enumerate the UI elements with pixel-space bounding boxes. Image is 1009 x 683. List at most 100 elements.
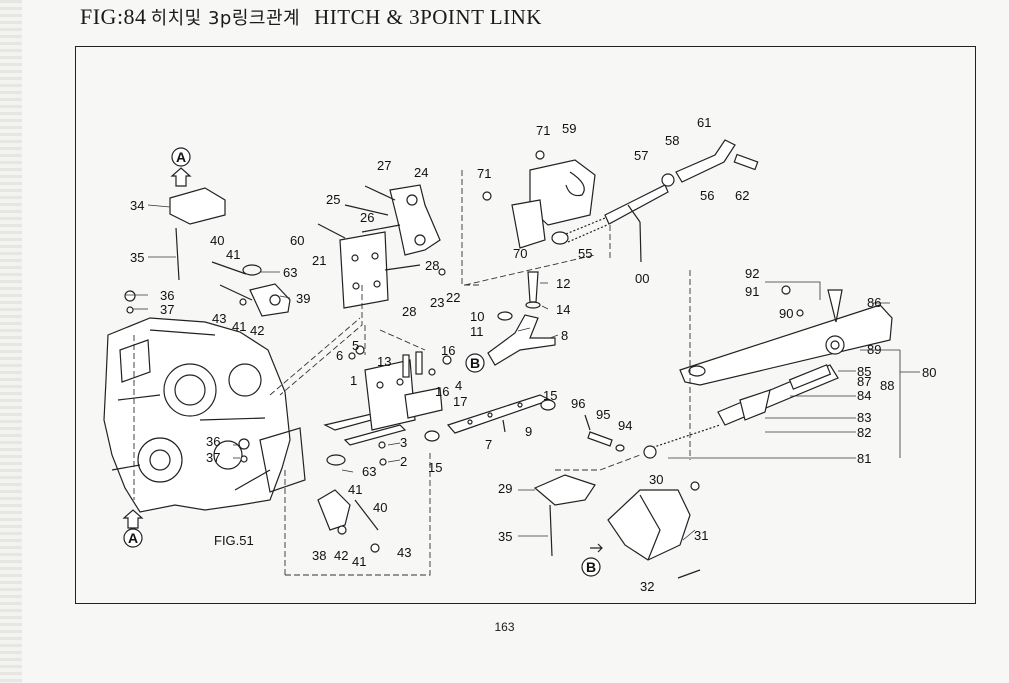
bracket-21 (339, 231, 389, 309)
callout-a-top (171, 147, 191, 167)
part-label: 17 (453, 394, 467, 409)
pin-27 (364, 185, 396, 201)
part-label: 21 (312, 253, 326, 268)
callout-a-bottom (123, 528, 143, 548)
part-label: 27 (377, 158, 391, 173)
part-label: 43 (212, 311, 226, 326)
arrow-up-icon (170, 167, 192, 187)
part-label: 41 (226, 247, 240, 262)
part-label: 15 (428, 460, 442, 475)
part-label: 6 (336, 348, 343, 363)
part-label: 82 (857, 425, 871, 440)
part-label: 16 (435, 384, 449, 399)
washer-37-left (126, 306, 134, 314)
figure-number: FIG:84 (80, 4, 147, 29)
part-label: 7 (485, 437, 492, 452)
part-label: 14 (556, 302, 570, 317)
part-label: 41 (352, 554, 366, 569)
part-label: 87 (857, 374, 871, 389)
part-label: 34 (130, 198, 144, 213)
pin-63-lower (326, 454, 346, 466)
part-label: 41 (348, 482, 362, 497)
part-label: 61 (697, 115, 711, 130)
part-label: 4 (455, 378, 462, 393)
part-label: 10 (470, 309, 484, 324)
bolt-22 (438, 268, 446, 276)
callout-label: B (586, 559, 596, 575)
callout-label: A (176, 149, 186, 165)
part-label: 55 (578, 246, 592, 261)
part-label: 11 (470, 324, 484, 339)
pin-25 (344, 204, 389, 216)
part-label: 94 (618, 418, 632, 433)
part-label: 85 (857, 364, 871, 379)
bracket-70 (511, 199, 546, 249)
pin-96 (584, 414, 591, 431)
part-label: 24 (414, 165, 428, 180)
part-label: 42 (250, 323, 264, 338)
part-label: 58 (665, 133, 679, 148)
page-number: 163 (494, 620, 515, 634)
part-label: 91 (745, 284, 759, 299)
bolt-71-top (535, 150, 545, 160)
assembly-guides (133, 170, 691, 576)
reference-label: FIG.51 (214, 533, 254, 548)
part-label: 32 (640, 579, 654, 594)
pin-60 (317, 223, 346, 239)
part-label: 89 (867, 342, 881, 357)
part-label: 96 (571, 396, 585, 411)
part-label: 71 (536, 123, 550, 138)
guard-31 (607, 489, 691, 561)
part-label: 16 (441, 343, 455, 358)
part-label: 22 (446, 290, 460, 305)
callout-b-mid (465, 353, 485, 373)
part-label: 71 (477, 166, 491, 181)
part-label: 2 (400, 454, 407, 469)
part-label: 35 (498, 529, 512, 544)
part-label: 1 (350, 373, 357, 388)
bracket-34 (169, 187, 226, 225)
pin-12 (527, 271, 539, 303)
leader-lines (125, 204, 920, 541)
part-label: 62 (735, 188, 749, 203)
part-label: 37 (206, 450, 220, 465)
part-label: 00 (635, 271, 649, 286)
part-label: 43 (397, 545, 411, 560)
washer-6 (348, 352, 356, 360)
bolt-35-left (175, 227, 180, 281)
lift-rod-assembly (643, 285, 893, 459)
part-label: 36 (160, 288, 174, 303)
part-label: 31 (694, 528, 708, 543)
pin-95 (587, 431, 613, 447)
part-label: 42 (334, 548, 348, 563)
bolt-36-left (124, 290, 136, 302)
callout-b-bottom (581, 557, 601, 577)
bolt-71-left (482, 191, 492, 201)
nut-5 (355, 345, 365, 355)
transmission-housing (103, 317, 306, 513)
part-label: 15 (543, 388, 557, 403)
part-label: 63 (283, 265, 297, 280)
part-label: 56 (700, 188, 714, 203)
part-label: 40 (210, 233, 224, 248)
callout-label: B (470, 355, 480, 371)
part-label: 57 (634, 148, 648, 163)
part-label: 25 (326, 192, 340, 207)
washer-10 (497, 311, 513, 321)
part-label: 29 (498, 481, 512, 496)
part-label: 28 (402, 304, 416, 319)
part-label: 90 (779, 306, 793, 321)
part-label: 40 (373, 500, 387, 515)
part-label: 26 (360, 210, 374, 225)
part-label: 38 (312, 548, 326, 563)
part-label: 9 (525, 424, 532, 439)
part-label: 8 (561, 328, 568, 343)
part-label: 81 (857, 451, 871, 466)
part-label: 70 (513, 246, 527, 261)
lever-24 (389, 184, 441, 256)
part-label: 28 (425, 258, 439, 273)
plate-29 (533, 474, 596, 506)
part-label: 37 (160, 302, 174, 317)
part-label: 23 (430, 295, 444, 310)
part-label: 30 (649, 472, 663, 487)
